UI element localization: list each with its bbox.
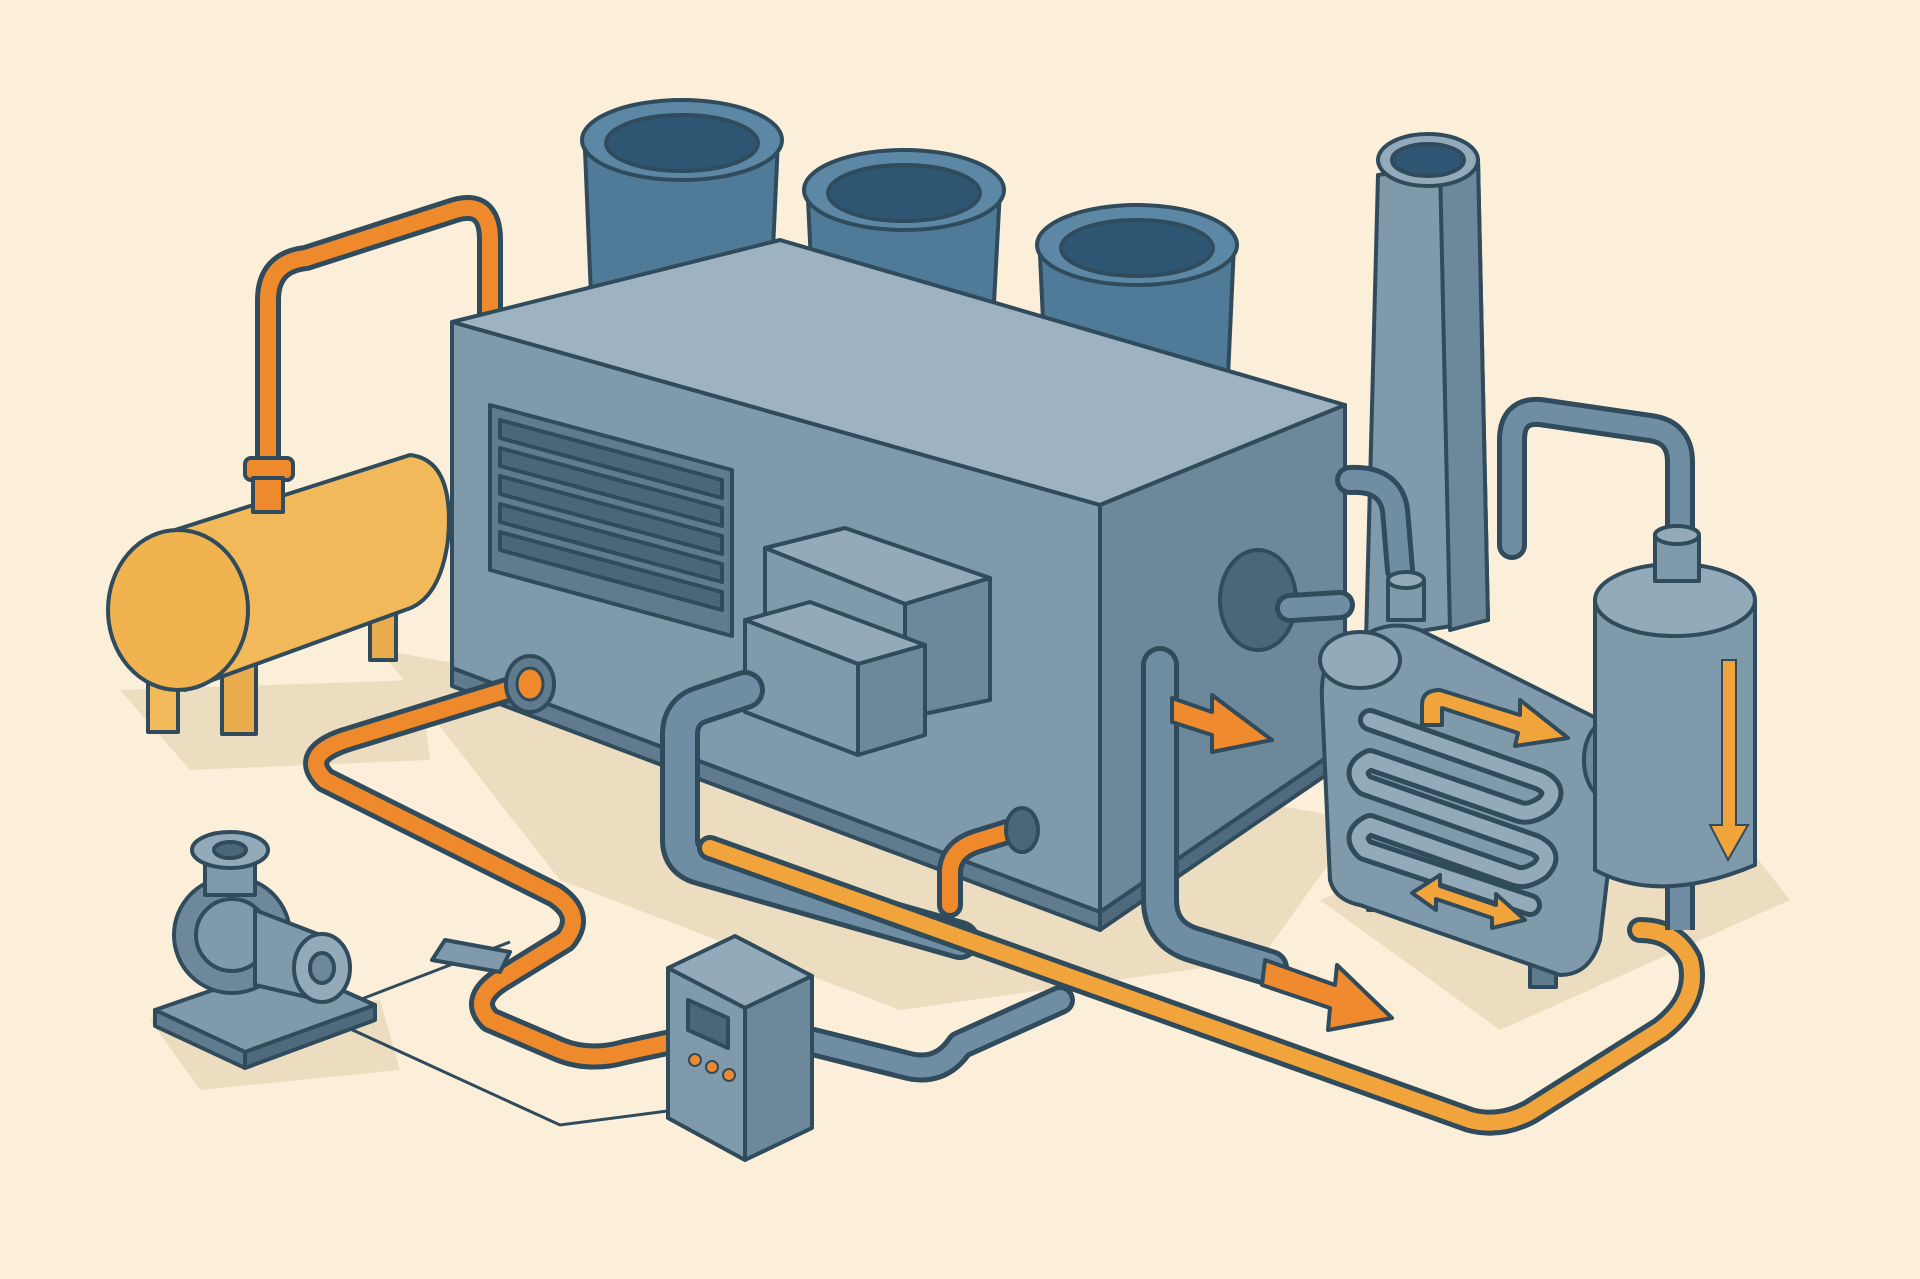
- control-panel: [666, 934, 814, 1162]
- louvre-grille: [488, 403, 734, 638]
- flow-arrow-right-1: [1170, 693, 1274, 754]
- circulation-pump: [153, 830, 512, 1070]
- flow-arrow-coil-bottom: [1410, 873, 1527, 930]
- flow-arrow-down: [1708, 659, 1750, 863]
- fuel-storage-tank: [106, 453, 451, 736]
- hot-water-circuit: [303, 667, 1705, 1136]
- control-knob-2: [705, 1060, 719, 1074]
- flow-arrows: [1170, 659, 1750, 1032]
- flow-arrow-coil-top: [1420, 688, 1570, 748]
- control-knob-1: [688, 1053, 702, 1067]
- burner-unit: [743, 526, 992, 757]
- fuel-supply-pipe: [255, 195, 503, 498]
- grey-process-pipes: [660, 396, 1695, 1083]
- riser-cap: [1004, 806, 1040, 854]
- control-panel-display: [686, 998, 730, 1050]
- exhaust-stack: [1364, 132, 1490, 642]
- separator-vessel: [1593, 524, 1757, 889]
- control-knob-3: [722, 1068, 736, 1082]
- flow-arrow-right-2: [1260, 958, 1394, 1032]
- tank-end-cap: [106, 528, 250, 692]
